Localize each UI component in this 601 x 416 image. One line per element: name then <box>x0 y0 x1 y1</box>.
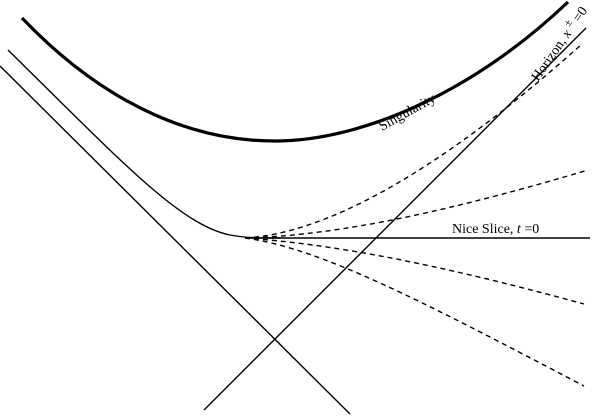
nice-slice-label: Nice Slice, t =0 <box>452 222 539 237</box>
horizon-label-sup: ± <box>562 17 575 29</box>
dashed-slice-2 <box>244 169 589 239</box>
nice-slice-label-var: t <box>517 222 522 237</box>
dashed-slice-3 <box>244 237 585 305</box>
horizon-label-eq: =0 <box>570 4 591 25</box>
outer-left-line <box>0 65 351 415</box>
nice-slice-label-eq: =0 <box>524 222 539 237</box>
horizon-line <box>203 27 587 411</box>
singularity-label: Singularity <box>377 91 439 134</box>
dashed-slice-4 <box>244 237 585 387</box>
dashed-slice-1 <box>244 43 583 239</box>
nice-slice-label-prefix: Nice Slice, <box>452 222 517 237</box>
singularity-curve <box>20 0 570 143</box>
